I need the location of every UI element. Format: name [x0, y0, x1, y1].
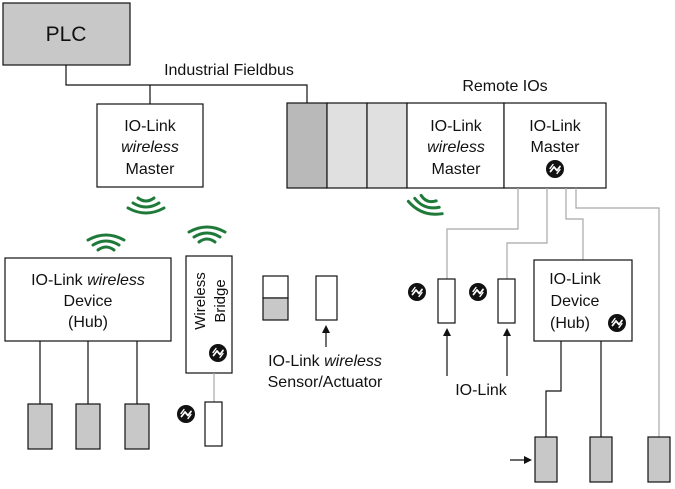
wireless-bridge-line1: Wireless — [192, 272, 209, 330]
iolink-device-hub-line2: Device — [551, 293, 600, 310]
iolink-device — [497, 278, 516, 324]
iolink-device — [437, 278, 456, 324]
wireless-signal-icon — [405, 190, 448, 220]
wireless-device-hub-line3: (Hub) — [68, 314, 108, 331]
wireless-sensor-bottom — [262, 297, 289, 321]
iolink-symbol-icon — [545, 159, 565, 179]
iolink-symbol-icon — [176, 404, 196, 424]
iolink-symbol-icon — [407, 282, 427, 302]
wireless-device-hub-line2: Device — [64, 293, 113, 310]
remote-ios-label: Remote IOs — [462, 78, 547, 95]
iolink-wire — [575, 188, 660, 437]
iolink-label: IO-Link — [455, 382, 508, 399]
wireless-bridge-line2: Bridge — [212, 279, 229, 322]
wireless-master-right-line2: wireless — [427, 139, 485, 156]
plc-box — [2, 2, 131, 66]
wireless-actuator — [315, 275, 338, 321]
iolink-arrow-head — [503, 328, 511, 336]
hub-iolink-device — [534, 436, 558, 483]
wireless-master-right — [406, 102, 505, 189]
hub-device — [124, 403, 150, 450]
iolink-master-line2: Master — [531, 139, 581, 156]
iolink-wire — [506, 188, 548, 279]
fieldbus-label: Industrial Fieldbus — [164, 62, 294, 79]
remote-io-slot-1 — [286, 102, 328, 189]
iolink-wire — [565, 188, 584, 260]
wireless-sensor-line1: IO-Link wireless — [268, 353, 382, 370]
sensor-arrow-head — [322, 325, 330, 333]
hub-device — [27, 403, 53, 450]
hub-wire — [39, 341, 138, 404]
bridge-device — [204, 401, 223, 447]
iolink-symbol-icon — [607, 313, 627, 333]
remote-io-slot-3 — [366, 102, 408, 189]
hub-iolink-device — [589, 436, 613, 483]
hub-device — [75, 403, 101, 450]
hub-iolink-device — [647, 436, 671, 483]
fieldbus-line — [65, 65, 308, 104]
wireless-master-right-line1: IO-Link — [430, 118, 483, 135]
iolink-device-hub-line3: (Hub) — [550, 315, 590, 332]
iolink-device-hub-line1: IO-Link — [549, 271, 602, 288]
wireless-master-left-line2: wireless — [121, 139, 179, 156]
plc-label: PLC — [46, 23, 87, 46]
wireless-device-hub — [4, 257, 172, 342]
wireless-master-right-line3: Master — [432, 161, 482, 178]
hub-device-arrow-head — [524, 456, 532, 464]
remote-io-slot-2 — [326, 102, 368, 189]
wireless-signal-icon — [187, 225, 227, 244]
wireless-signal-icon — [86, 233, 126, 252]
wireless-device-hub-line1: IO-Link wireless — [31, 272, 145, 289]
wireless-signal-icon — [126, 196, 166, 215]
wireless-sensor-top — [262, 275, 289, 299]
wireless-master-left-line1: IO-Link — [124, 118, 177, 135]
iolink-master-line1: IO-Link — [529, 118, 582, 135]
wireless-sensor-line2: Sensor/Actuator — [268, 374, 383, 391]
iolink-arrow-head — [443, 328, 451, 336]
hub-device-wire — [545, 341, 602, 437]
iolink-symbol-icon — [208, 343, 228, 363]
iolink-wire — [446, 188, 519, 279]
iolink-symbol-icon — [468, 282, 488, 302]
wireless-master-left-line3: Master — [126, 161, 176, 178]
wireless-master-left — [96, 103, 204, 188]
